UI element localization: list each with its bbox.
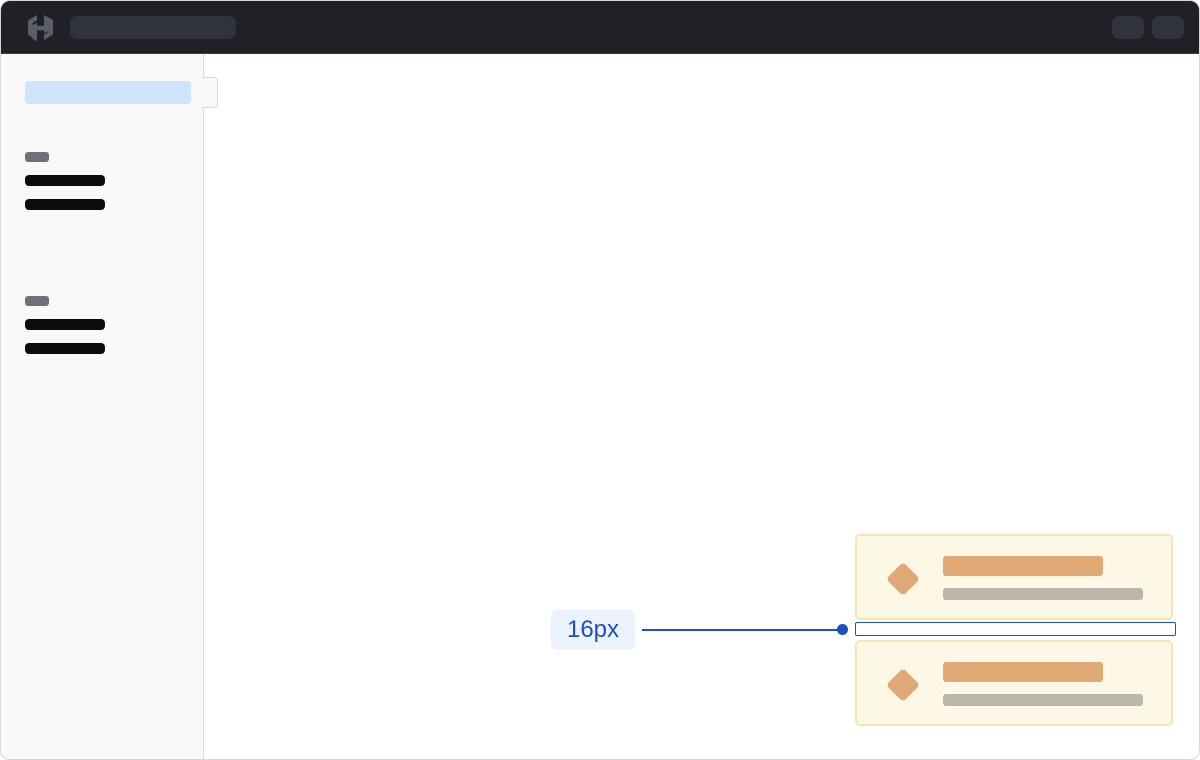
window-control-button[interactable] (1152, 16, 1184, 39)
sidebar-group-label (25, 296, 49, 306)
sidebar-group-label (25, 152, 49, 162)
sidebar-item[interactable] (25, 199, 105, 210)
diamond-icon (886, 668, 920, 702)
sidebar (1, 54, 204, 759)
sidebar-item[interactable] (25, 175, 105, 186)
diamond-icon (886, 562, 920, 596)
toast-title-placeholder (943, 556, 1103, 576)
toast-description-placeholder (943, 694, 1143, 706)
annotation-leader-line (642, 629, 842, 631)
sidebar-collapse-tab[interactable] (202, 77, 218, 108)
toast-card[interactable] (855, 534, 1173, 620)
hashicorp-logo-icon[interactable] (26, 13, 55, 42)
spacing-annotation-label: 16px (551, 610, 635, 650)
window-control-button[interactable] (1112, 16, 1144, 39)
toast-description-placeholder (943, 588, 1143, 600)
annotation-leader-dot (837, 624, 848, 635)
sidebar-item[interactable] (25, 343, 105, 354)
sidebar-item-active[interactable] (25, 81, 191, 104)
window-title-placeholder[interactable] (70, 16, 236, 39)
spacing-gap-highlight (855, 622, 1176, 636)
top-bar (1, 1, 1199, 54)
toast-card[interactable] (855, 640, 1173, 726)
toast-title-placeholder (943, 662, 1103, 682)
sidebar-item[interactable] (25, 319, 105, 330)
